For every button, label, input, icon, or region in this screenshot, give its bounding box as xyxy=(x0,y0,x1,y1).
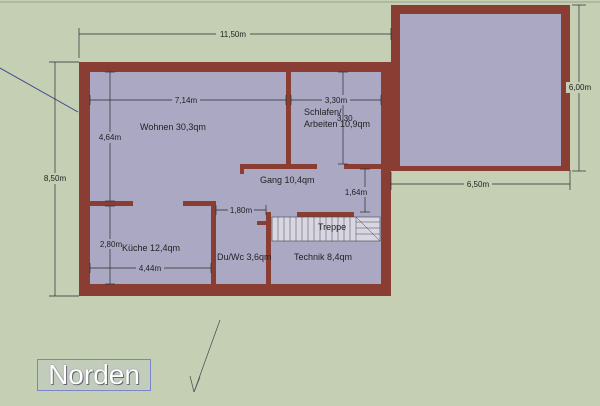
interior-walls xyxy=(90,72,381,284)
room-label-wohnen: Wohnen 30,3qm xyxy=(140,122,206,132)
dim-garage-width: 6,50m xyxy=(467,180,490,189)
dimension-labels: 11,50m 6,50m 6,00m 8,50m 7,14m 4,64m 3,3… xyxy=(41,29,594,273)
dim-total-width: 11,50m xyxy=(220,30,246,39)
north-arrow-icon xyxy=(189,319,221,393)
north-label[interactable]: Norden xyxy=(37,359,151,391)
dim-duwc-width: 1,80m xyxy=(230,206,253,215)
wall-schlafen-bottom xyxy=(240,164,317,169)
wall-kueche-top-left xyxy=(90,201,133,206)
room-label-schlafen-line2: Arbeiten 10,9qm xyxy=(304,119,370,129)
house-floor xyxy=(90,72,381,284)
room-label-duwc: Du/Wc 3,6qm xyxy=(217,252,272,262)
dim-gang-depth: 1,64m xyxy=(345,188,368,197)
room-label-kueche: Küche 12,4qm xyxy=(122,243,180,253)
wall-wohnen-schlafen xyxy=(286,72,291,166)
wall-kueche-top-right xyxy=(183,201,216,206)
wall-kueche-duwc xyxy=(211,206,216,284)
wall-treppe-top xyxy=(297,212,354,217)
dim-kueche-width: 4,44m xyxy=(139,264,162,273)
dim-kueche-depth: 2,80m xyxy=(100,240,123,249)
dim-wohnen-width: 7,14m xyxy=(175,96,198,105)
wall-schlafen-bottom-right xyxy=(344,164,381,169)
room-label-technik: Technik 8,4qm xyxy=(294,252,352,262)
dim-wohnen-depth: 4,64m xyxy=(99,133,122,142)
room-label-schlafen-line1: Schlafen/ xyxy=(304,107,342,117)
wall-gang-stub xyxy=(240,164,244,174)
wall-duwc-door xyxy=(257,221,271,225)
dim-total-depth: 8,50m xyxy=(44,174,67,183)
stair xyxy=(271,216,381,242)
room-label-treppe: Treppe xyxy=(318,222,346,232)
room-label-gang: Gang 10,4qm xyxy=(260,175,315,185)
dim-garage-depth: 6,00m xyxy=(569,83,592,92)
wall-duwc-technik xyxy=(266,212,271,284)
garage-floor xyxy=(400,14,561,166)
dim-schlafen-depth: 3,30 xyxy=(337,114,353,123)
stair-steps xyxy=(277,216,381,242)
survey-line xyxy=(0,67,79,113)
room-labels: Wohnen 30,3qm Schlafen/ Arbeiten 10,9qm … xyxy=(122,107,370,262)
dim-schlafen-width: 3,30m xyxy=(325,96,348,105)
